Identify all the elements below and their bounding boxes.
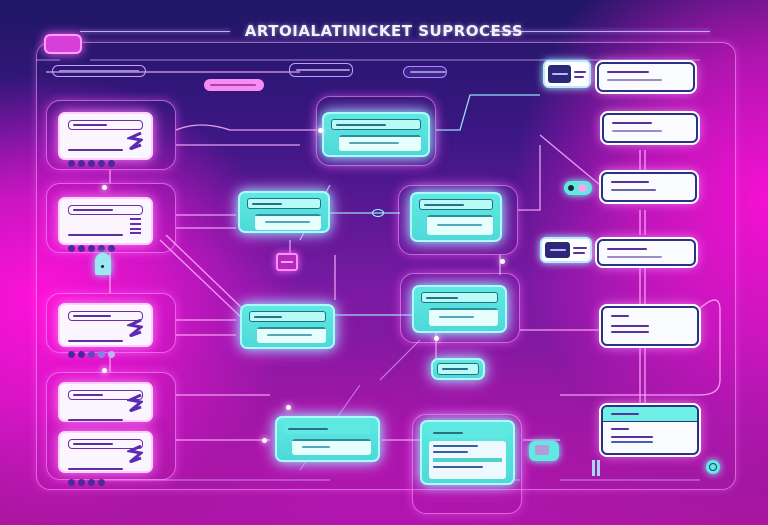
process-node-mid-left[interactable] <box>238 191 330 233</box>
ticket-field <box>68 205 143 215</box>
center-group-top <box>316 96 436 166</box>
left-group-top <box>46 100 176 170</box>
ticket-rating-dots <box>68 160 143 167</box>
title-rule-right <box>490 31 710 32</box>
ticket-rating-dots <box>68 479 143 486</box>
junction-dot <box>262 438 267 443</box>
ticket-field <box>68 120 143 130</box>
ticket-text <box>68 419 123 421</box>
process-node-bottom-left[interactable] <box>275 416 380 462</box>
center-group-mid <box>398 185 518 255</box>
ticket-card-4[interactable] <box>58 382 153 422</box>
header-tag-bar[interactable] <box>403 66 447 78</box>
junction-dot <box>286 405 291 410</box>
ticket-brand-icon <box>127 394 143 412</box>
ticket-rating-dots <box>68 351 143 358</box>
ticket-text <box>68 468 123 470</box>
center-group-bottom <box>412 414 522 514</box>
lock-icon[interactable] <box>95 253 111 275</box>
ticket-card-2[interactable] <box>58 197 153 252</box>
merge-icon[interactable] <box>276 253 298 271</box>
ticket-card-3[interactable] <box>58 303 153 358</box>
diagram-frame <box>36 42 736 490</box>
output-tag-2[interactable] <box>540 237 592 263</box>
ticket-brand-icon <box>127 445 143 463</box>
ticket-brand-icon <box>127 132 143 150</box>
process-node-lower-left[interactable] <box>240 304 335 349</box>
ticket-card-5[interactable] <box>58 431 153 486</box>
output-tag-1[interactable] <box>543 60 591 88</box>
junction-dot <box>102 368 107 373</box>
left-group-2 <box>46 183 176 253</box>
link-icon[interactable] <box>372 209 384 217</box>
process-node-mid-right[interactable] <box>410 192 502 242</box>
output-card-2[interactable] <box>602 113 698 143</box>
process-node-top[interactable] <box>322 112 430 157</box>
junction-dot <box>434 336 439 341</box>
header-status-pill[interactable] <box>204 79 264 91</box>
ticket-text <box>68 340 123 342</box>
junction-dot <box>102 185 107 190</box>
header-search-bar[interactable] <box>52 65 146 77</box>
connector-chip-icon[interactable] <box>529 441 559 461</box>
ticket-brand-icon <box>127 319 143 337</box>
junction-dot <box>318 128 323 133</box>
header-chip[interactable] <box>44 34 82 54</box>
ticket-brand-icon <box>130 218 141 234</box>
bars-icon <box>592 460 606 476</box>
output-card-1[interactable] <box>597 62 695 92</box>
output-card-3[interactable] <box>601 172 697 202</box>
ticket-text <box>68 149 123 151</box>
ticket-text <box>68 234 123 236</box>
ticket-field <box>68 390 143 400</box>
title-rule-left <box>80 31 230 32</box>
output-card-5[interactable] <box>601 306 699 346</box>
center-group-lower <box>400 273 520 343</box>
process-node-bottom-right[interactable] <box>420 420 515 485</box>
output-card-6[interactable] <box>601 405 699 455</box>
junction-dot <box>500 259 505 264</box>
ticket-field <box>68 439 143 449</box>
process-node-small[interactable] <box>431 358 485 380</box>
ticket-card-1[interactable] <box>58 112 153 167</box>
ticket-field <box>68 311 143 321</box>
ticket-rating-dots <box>68 245 143 252</box>
process-node-lower-right[interactable] <box>412 285 507 333</box>
output-card-4[interactable] <box>597 239 696 266</box>
toggle-icon[interactable] <box>564 181 592 195</box>
header-filter-bar[interactable] <box>289 63 353 77</box>
diagram-title: ARTOIALATINICKET SUPROCESS <box>244 22 524 40</box>
target-icon[interactable] <box>706 460 720 474</box>
